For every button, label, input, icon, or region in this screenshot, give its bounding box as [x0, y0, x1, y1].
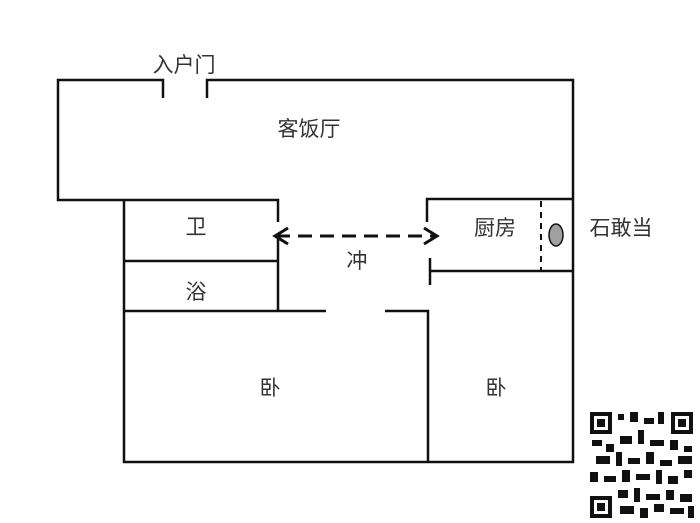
bedroom-left-label: 卧: [259, 376, 281, 400]
corridor-label: 冲: [346, 249, 368, 273]
walls: [56, 78, 575, 464]
kitchen-label: 厨房: [474, 216, 516, 240]
wall-bedroom-right: [385, 309, 430, 462]
stone-talisman-icon: [548, 223, 564, 247]
wall-kitchen-top: [425, 197, 573, 222]
wall-living-left: [56, 78, 280, 222]
stone-talisman-label: 石敢当: [589, 216, 653, 240]
bath-label: 浴: [185, 280, 207, 304]
entrance-door-label: 入户门: [152, 53, 216, 77]
living-dining-room-label: 客饭厅: [277, 117, 341, 141]
rush-arrow-icon: [272, 226, 440, 246]
toilet-label: 卫: [185, 215, 207, 239]
bedroom-right-label: 卧: [485, 376, 507, 400]
qr-code-icon: [588, 410, 695, 520]
